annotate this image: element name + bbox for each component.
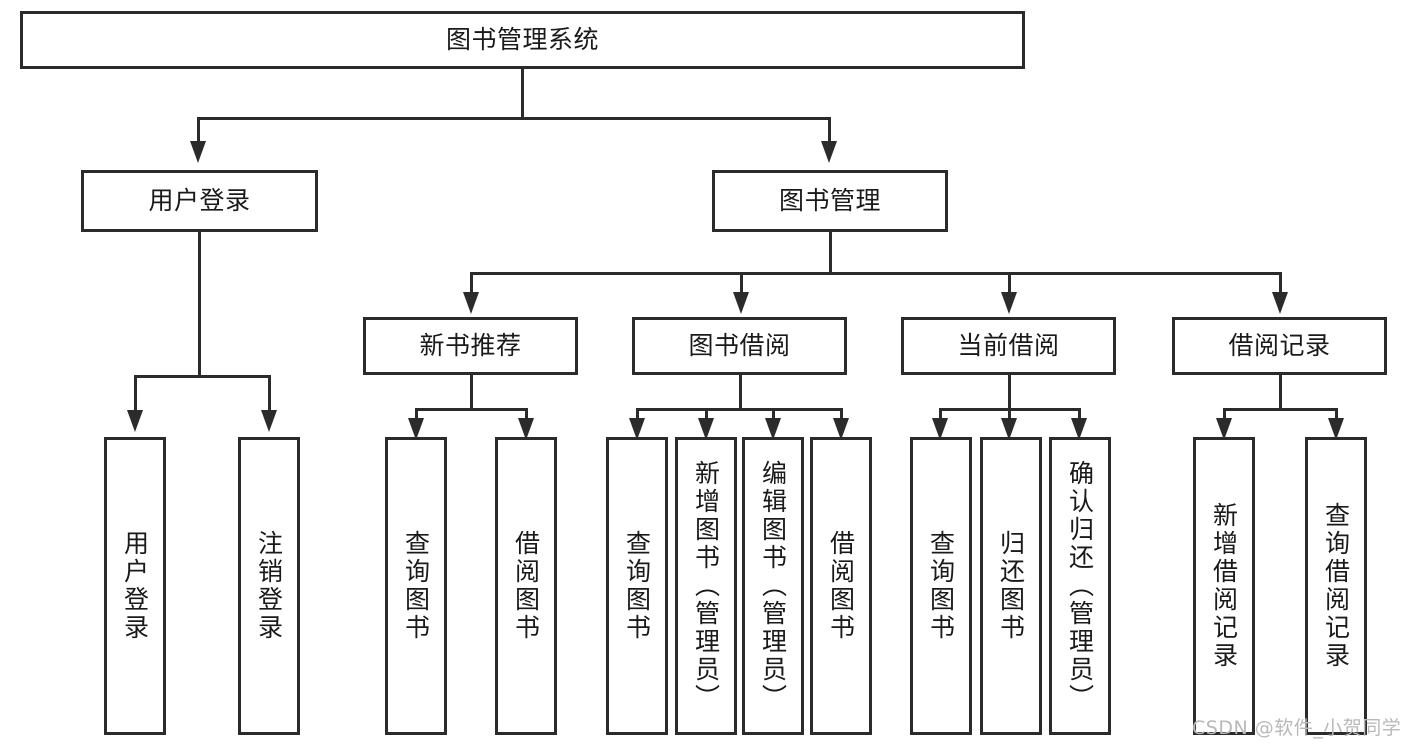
node-leaf-query-record[interactable]: 查询借阅记录 <box>1305 437 1367 735</box>
node-book-management-label: 图书管理 <box>778 186 881 216</box>
node-leaf-logout-login[interactable]: 注销登录 <box>238 437 300 735</box>
node-leaf-add-book[interactable]: 新增图书（管理员） <box>675 437 737 735</box>
node-leaf-borrow-book-2-label: 借阅图书 <box>826 530 856 642</box>
node-borrow-record-label: 借阅记录 <box>1228 331 1331 361</box>
arrowhead-book-borrow <box>733 292 749 314</box>
node-new-book-recommend[interactable]: 新书推荐 <box>363 317 578 375</box>
arrowhead-leaf-add-record <box>1216 418 1232 440</box>
arrowhead-leaf-query-book-1 <box>408 418 424 440</box>
node-leaf-query-book-1[interactable]: 查询图书 <box>385 437 447 735</box>
node-leaf-query-book-2-label: 查询图书 <box>622 530 652 642</box>
node-leaf-return-book-label: 归还图书 <box>996 530 1026 642</box>
edge-user-login-drop-1 <box>134 375 137 412</box>
node-leaf-user-login[interactable]: 用户登录 <box>104 437 166 735</box>
arrowhead-leaf-confirm-return <box>1071 418 1087 440</box>
arrowhead-leaf-borrow-book-1 <box>518 418 534 440</box>
edge-book-borrow-bus <box>636 408 843 411</box>
edge-to-user-login <box>197 117 200 143</box>
edge-book-borrow-stem <box>739 375 742 410</box>
arrowhead-book-management <box>821 141 837 163</box>
edge-new-book-recommend-stem <box>470 375 473 410</box>
arrowhead-leaf-user-login <box>127 410 143 432</box>
node-leaf-add-book-label: 新增图书（管理员） <box>691 460 721 712</box>
arrowhead-current-borrow <box>1001 292 1017 314</box>
arrowhead-leaf-query-record <box>1328 418 1344 440</box>
arrowhead-new-book-recommend <box>463 292 479 314</box>
node-root-system-label: 图书管理系统 <box>445 25 599 55</box>
arrowhead-leaf-query-book-3 <box>932 418 948 440</box>
edge-book-management-stem <box>829 232 832 274</box>
arrowhead-leaf-return-book <box>1001 418 1017 440</box>
node-leaf-return-book[interactable]: 归还图书 <box>980 437 1042 735</box>
node-leaf-add-record-label: 新增借阅记录 <box>1209 502 1239 670</box>
node-leaf-query-record-label: 查询借阅记录 <box>1321 502 1351 670</box>
node-leaf-logout-login-label: 注销登录 <box>254 530 284 642</box>
edge-root-stem <box>521 69 524 119</box>
node-current-borrow[interactable]: 当前借阅 <box>901 317 1116 375</box>
edge-level2-bus <box>197 117 831 120</box>
node-current-borrow-label: 当前借阅 <box>957 331 1060 361</box>
node-book-borrow-label: 图书借阅 <box>688 331 791 361</box>
edge-to-book-management <box>828 117 831 143</box>
node-leaf-edit-book-label: 编辑图书（管理员） <box>758 460 788 712</box>
node-leaf-query-book-3[interactable]: 查询图书 <box>910 437 972 735</box>
node-borrow-record[interactable]: 借阅记录 <box>1172 317 1387 375</box>
arrowhead-user-login <box>190 141 206 163</box>
edge-user-login-drop-2 <box>268 375 271 412</box>
node-new-book-recommend-label: 新书推荐 <box>419 331 522 361</box>
edge-borrow-record-bus <box>1223 408 1338 411</box>
node-leaf-borrow-book-1[interactable]: 借阅图书 <box>495 437 557 735</box>
node-root-system[interactable]: 图书管理系统 <box>20 11 1025 69</box>
arrowhead-leaf-add-book <box>698 418 714 440</box>
node-leaf-user-login-label: 用户登录 <box>120 530 150 642</box>
edge-user-login-bus <box>134 375 271 378</box>
arrowhead-leaf-borrow-book-2 <box>833 418 849 440</box>
node-book-management[interactable]: 图书管理 <box>712 170 948 232</box>
watermark-text: CSDN @软件_小贺同学 <box>1192 717 1402 739</box>
edge-level3-drop-1 <box>470 272 473 296</box>
node-leaf-query-book-3-label: 查询图书 <box>926 530 956 642</box>
node-leaf-borrow-book-2[interactable]: 借阅图书 <box>810 437 872 735</box>
edge-current-borrow-stem <box>1008 375 1011 410</box>
arrowhead-leaf-logout-login <box>261 410 277 432</box>
node-leaf-query-book-1-label: 查询图书 <box>401 530 431 642</box>
node-leaf-query-book-2[interactable]: 查询图书 <box>606 437 668 735</box>
edge-level3-bus <box>470 272 1282 275</box>
edge-user-login-stem <box>198 232 201 377</box>
edge-level3-drop-4 <box>1279 272 1282 296</box>
edge-level3-drop-3 <box>1008 272 1011 296</box>
node-user-login-label: 用户登录 <box>148 186 251 216</box>
arrowhead-leaf-query-book-2 <box>629 418 645 440</box>
edge-level3-drop-2 <box>740 272 743 296</box>
node-leaf-borrow-book-1-label: 借阅图书 <box>511 530 541 642</box>
node-leaf-edit-book[interactable]: 编辑图书（管理员） <box>742 437 804 735</box>
node-leaf-confirm-return-label: 确认归还（管理员） <box>1065 460 1095 712</box>
edge-borrow-record-stem <box>1279 375 1282 410</box>
arrowhead-borrow-record <box>1272 292 1288 314</box>
node-leaf-confirm-return[interactable]: 确认归还（管理员） <box>1049 437 1111 735</box>
node-user-login[interactable]: 用户登录 <box>81 170 318 232</box>
edge-new-book-recommend-bus <box>415 408 528 411</box>
arrowhead-leaf-edit-book <box>765 418 781 440</box>
node-book-borrow[interactable]: 图书借阅 <box>632 317 847 375</box>
node-leaf-add-record[interactable]: 新增借阅记录 <box>1193 437 1255 735</box>
